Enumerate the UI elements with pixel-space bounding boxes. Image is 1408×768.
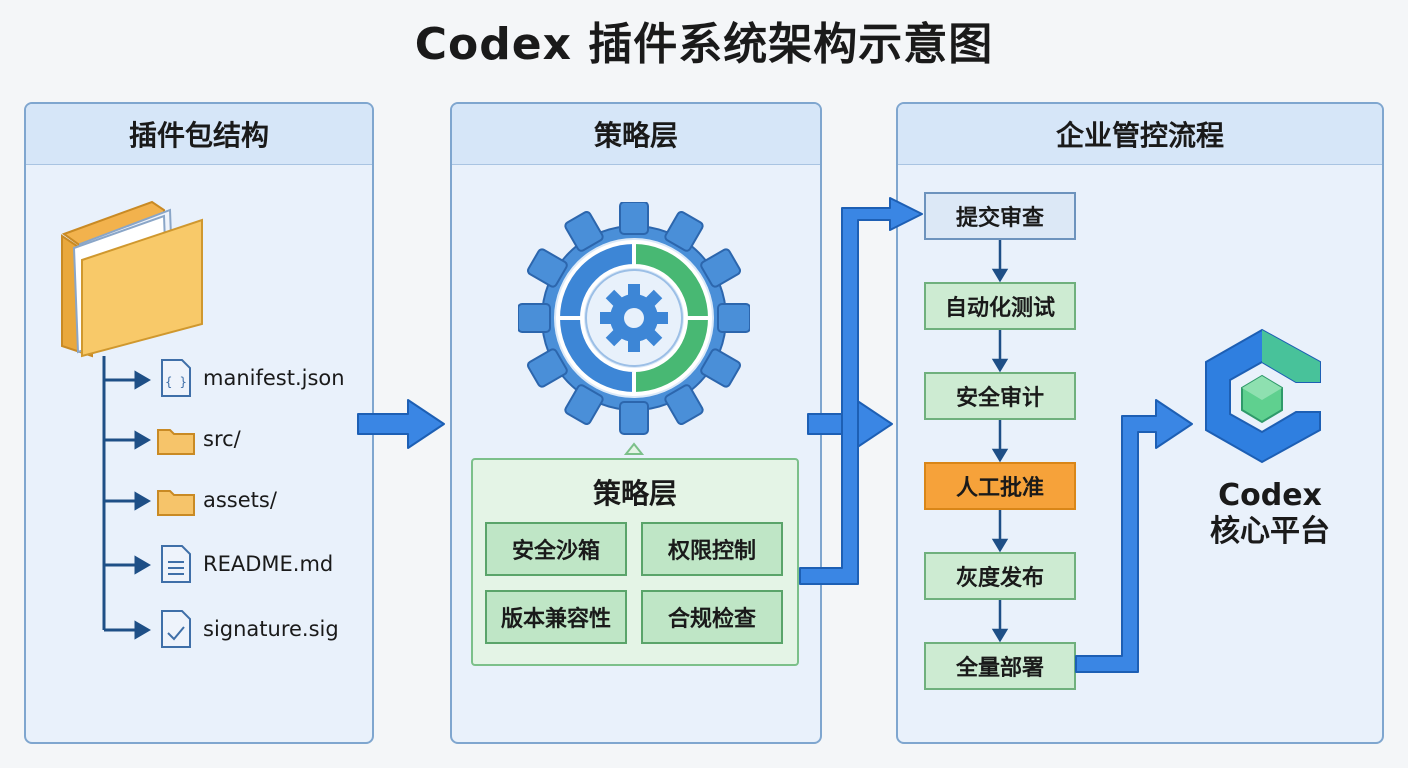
tree-connector [102,356,151,640]
policy-item: 合规检查 [641,590,783,644]
codex-core-line1: Codex [1218,478,1322,513]
tree-item-label: manifest.json [203,366,345,390]
flow-step-full-deploy: 全量部署 [924,642,1076,690]
tree-item-label: assets/ [203,488,277,512]
open-folder-icon [61,200,203,358]
codex-core-line2: 核心平台 [1210,514,1330,549]
policy-box-title: 策略层 [592,477,677,510]
folder-icon [157,490,195,516]
panel-plugin-package: 插件包结构 [24,102,374,744]
panel-heading: 插件包结构 [26,104,372,165]
json-file-icon: { } [161,359,191,397]
flow-step-auto-test: 自动化测试 [924,282,1076,330]
policy-item: 版本兼容性 [485,590,627,644]
panel-heading: 企业管控流程 [898,104,1382,165]
codex-logo-icon [1205,328,1321,464]
flow-step-manual-approval: 人工批准 [924,462,1076,510]
flow-step-security-audit: 安全审计 [924,372,1076,420]
signature-file-icon [161,610,191,648]
policy-item: 权限控制 [641,522,783,576]
gear-icon [518,202,750,455]
tree-item-label: README.md [203,552,334,576]
tree-item-label: src/ [203,427,241,451]
diagram-title: Codex 插件系统架构示意图 [414,19,994,70]
folder-icon [157,429,195,455]
codex-core-label: Codex 核心平台 [1190,478,1350,550]
document-icon [161,545,191,583]
tree-item-label: signature.sig [203,617,339,641]
policy-item: 安全沙箱 [485,522,627,576]
flow-step-canary-release: 灰度发布 [924,552,1076,600]
panel-heading: 策略层 [452,104,820,165]
flow-step-submit-review: 提交审查 [924,192,1076,240]
svg-text:{ }: { } [165,375,187,389]
flow-arrows [991,240,1009,643]
